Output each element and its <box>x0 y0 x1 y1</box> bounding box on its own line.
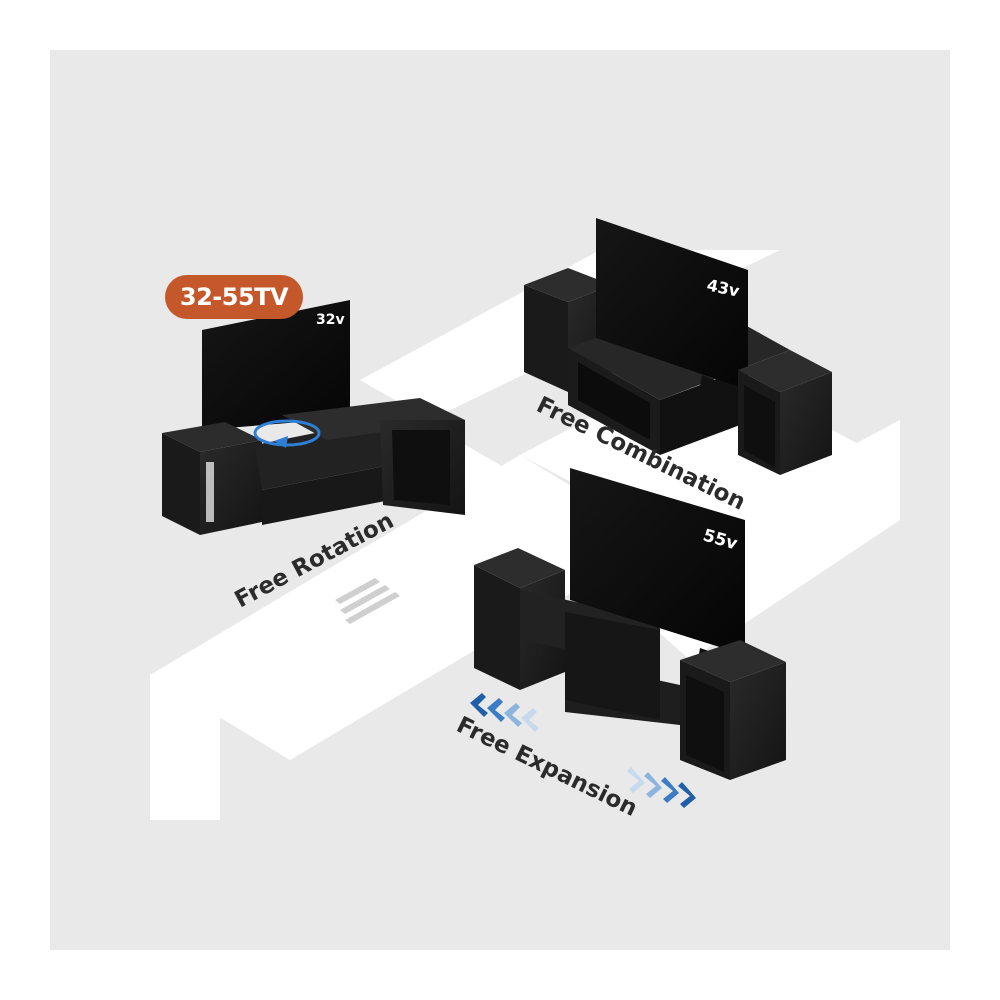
rotation-stand <box>162 300 465 535</box>
combination-stand <box>524 218 832 475</box>
expand-left-arrows <box>470 693 539 732</box>
tv-55-screen <box>570 468 745 655</box>
tv-43-screen <box>596 218 748 390</box>
tv-32-screen <box>202 300 350 430</box>
tv-size-range-badge: 32-55TV <box>165 275 303 319</box>
tv-32-label: 32v <box>316 312 345 328</box>
expand-right-arrows <box>627 767 696 808</box>
rotate-icon <box>253 419 321 447</box>
expansion-stand <box>474 468 786 780</box>
badge-label: 32-55TV <box>180 283 289 311</box>
motion-lines-rotation <box>335 578 400 624</box>
